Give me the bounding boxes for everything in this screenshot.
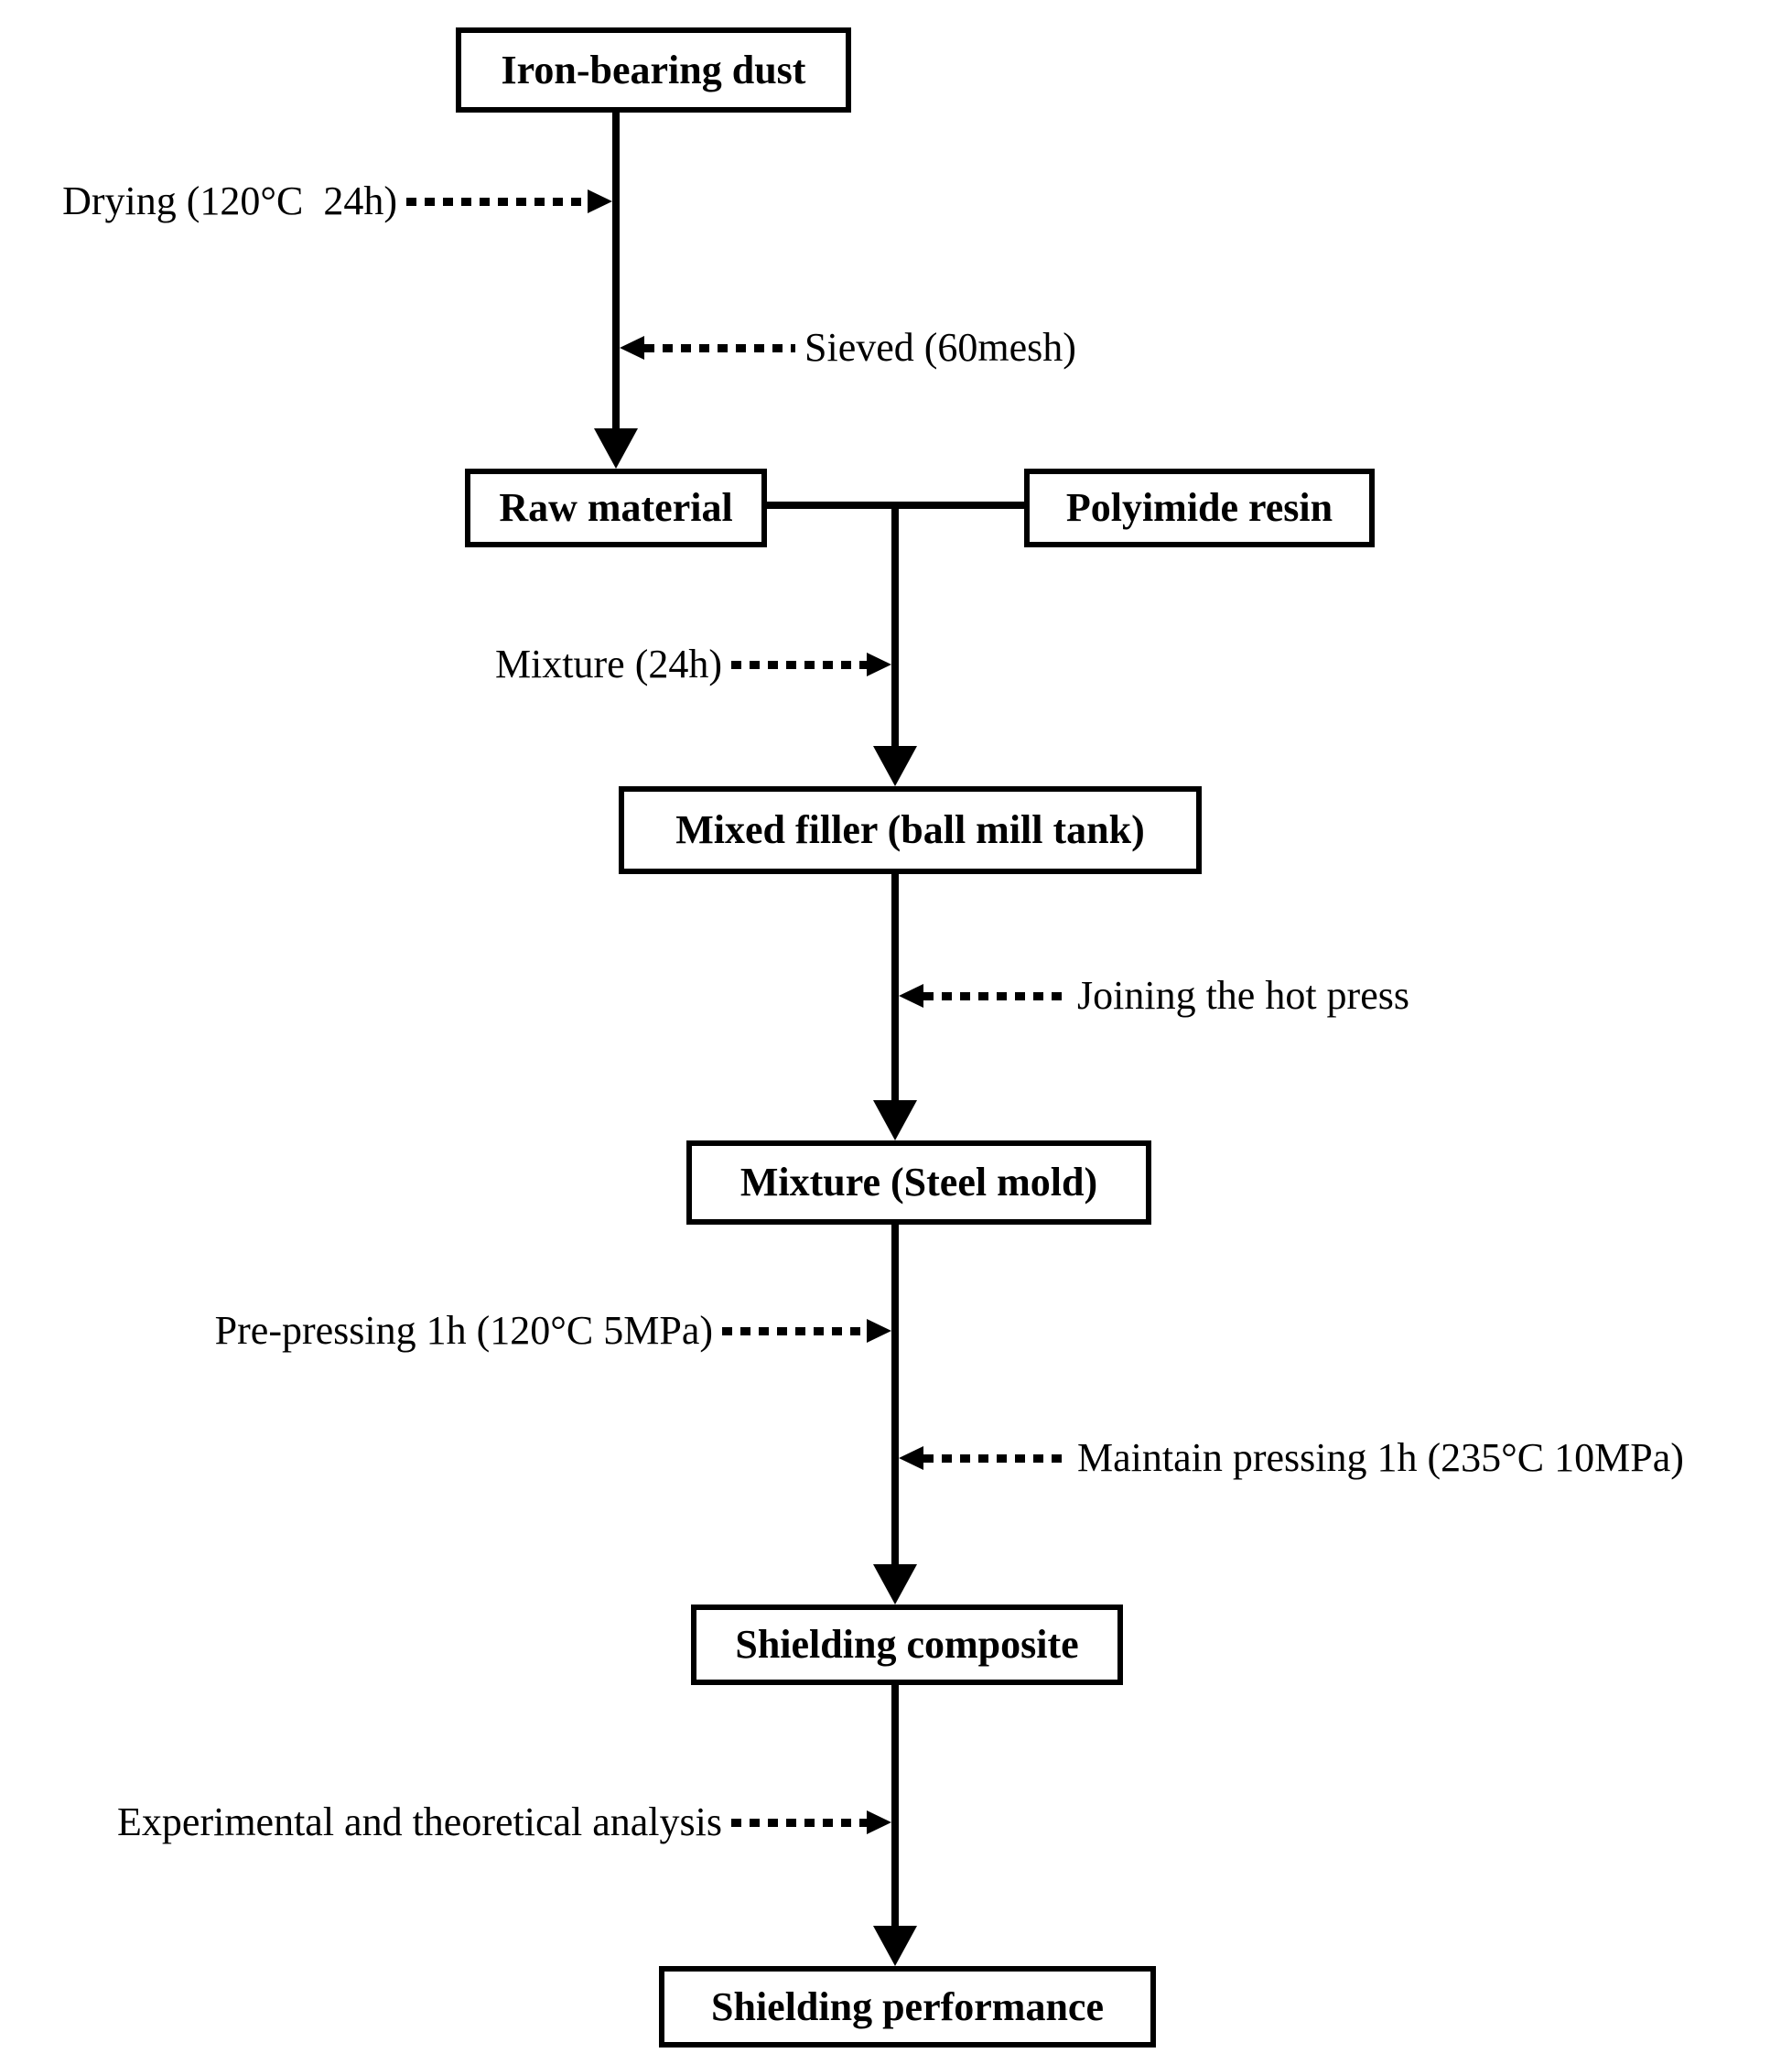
annotation-experimental-analysis-label: Experimental and theoretical analysis xyxy=(117,1799,722,1844)
node-polyimide-resin: Polyimide resin xyxy=(1024,469,1375,547)
annotation-maintain-pressing-label: Maintain pressing 1h (235°C 10MPa) xyxy=(1077,1435,1684,1480)
dotted-line xyxy=(731,1818,867,1827)
annotation-sieved-label: Sieved (60mesh) xyxy=(804,325,1076,370)
dotted-line xyxy=(731,660,867,669)
arrowhead-right-icon xyxy=(867,1810,891,1834)
connector-iron-to-raw-line xyxy=(612,113,620,433)
node-mixed-filler-label: Mixed filler (ball mill tank) xyxy=(675,807,1145,852)
annotation-pre-pressing: Pre-pressing 1h (120°C 5MPa) xyxy=(215,1311,891,1351)
annotation-mixture-24h: Mixture (24h) xyxy=(495,644,891,685)
annotation-experimental-analysis: Experimental and theoretical analysis xyxy=(117,1802,891,1842)
node-mixture-steel-mold-label: Mixture (Steel mold) xyxy=(739,1160,1098,1205)
node-shielding-performance-label: Shielding performance xyxy=(711,1983,1104,2029)
annotation-joining-hot-press-label: Joining the hot press xyxy=(1077,973,1409,1018)
node-mixed-filler: Mixed filler (ball mill tank) xyxy=(619,786,1202,874)
node-raw-material-label: Raw material xyxy=(499,485,733,530)
connector-to-shielding-performance-line xyxy=(891,1685,899,1929)
dotted-line xyxy=(923,991,1068,1000)
node-shielding-composite-label: Shielding composite xyxy=(735,1622,1079,1667)
arrowhead-right-icon xyxy=(588,189,612,213)
node-shielding-performance: Shielding performance xyxy=(659,1966,1156,2048)
arrowhead-left-icon xyxy=(899,1446,923,1470)
annotation-maintain-pressing: Maintain pressing 1h (235°C 10MPa) xyxy=(899,1438,1684,1478)
node-iron-bearing-dust: Iron-bearing dust xyxy=(456,27,851,113)
node-polyimide-resin-label: Polyimide resin xyxy=(1065,485,1333,530)
dotted-line xyxy=(722,1326,867,1335)
arrowhead-left-icon xyxy=(620,336,644,360)
arrowhead-right-icon xyxy=(867,653,891,676)
arrowhead-into-shielding-performance xyxy=(873,1926,917,1966)
annotation-drying-label: Drying (120°C 24h) xyxy=(62,178,397,223)
arrowhead-into-mixed-filler xyxy=(873,746,917,786)
arrowhead-into-raw-material xyxy=(594,428,638,469)
node-mixture-steel-mold: Mixture (Steel mold) xyxy=(686,1140,1151,1225)
dotted-line xyxy=(923,1453,1068,1463)
annotation-sieved: Sieved (60mesh) xyxy=(620,328,1076,368)
arrowhead-left-icon xyxy=(899,984,923,1008)
annotation-joining-hot-press: Joining the hot press xyxy=(899,976,1409,1016)
dotted-line xyxy=(644,343,795,352)
connector-to-shielding-composite-line xyxy=(891,1225,899,1567)
connector-to-mixed-filler-line xyxy=(891,505,899,749)
annotation-pre-pressing-label: Pre-pressing 1h (120°C 5MPa) xyxy=(214,1308,713,1353)
arrowhead-right-icon xyxy=(867,1319,891,1343)
node-raw-material: Raw material xyxy=(465,469,767,547)
dotted-line xyxy=(406,197,588,206)
node-iron-bearing-dust-label: Iron-bearing dust xyxy=(501,47,806,92)
arrowhead-into-mixture-steel-mold xyxy=(873,1100,917,1140)
arrowhead-into-shielding-composite xyxy=(873,1564,917,1605)
annotation-mixture-24h-label: Mixture (24h) xyxy=(494,642,722,686)
connector-to-steel-mold-line xyxy=(891,874,899,1103)
annotation-drying: Drying (120°C 24h) xyxy=(62,181,612,222)
node-shielding-composite: Shielding composite xyxy=(691,1605,1123,1685)
